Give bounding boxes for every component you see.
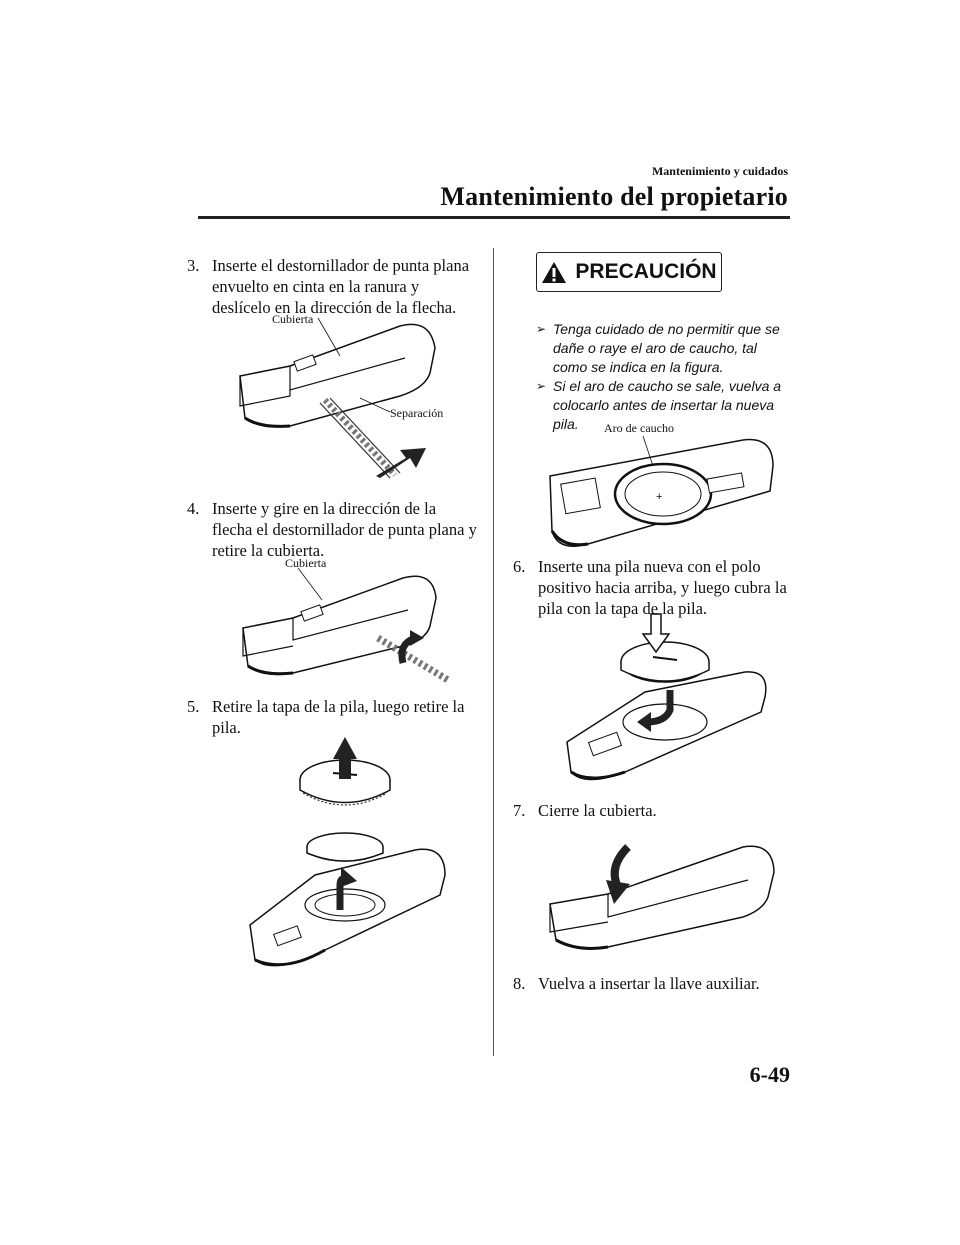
caution-banner: PRECAUCIÓN	[536, 252, 722, 292]
step-number: 3.	[187, 256, 200, 275]
step-number: 8.	[513, 974, 526, 993]
callout-gap: Separación	[390, 406, 444, 420]
column-divider	[493, 248, 494, 1056]
step-text: Cierre la cubierta.	[538, 801, 657, 820]
step-5: 5. Retire la tapa de la pila, luego reti…	[187, 696, 477, 738]
step-number: 5.	[187, 697, 200, 716]
step-4: 4. Inserte y gire en la dirección de la …	[187, 498, 477, 561]
caution-item: ➢ Si el aro de caucho se sale, vuelva a …	[536, 378, 782, 432]
step-text: Inserte y gire en la dirección de la fle…	[212, 499, 477, 560]
header-rule	[198, 216, 790, 219]
rubber-ring-illustration: +	[549, 435, 774, 547]
step-text: Retire la tapa de la pila, luego retire …	[212, 697, 465, 737]
key-fob-twist-illustration	[242, 567, 450, 684]
caution-title: PRECAUCIÓN	[575, 260, 717, 283]
caution-item: ➢ Tenga cuidado de no permitir que se da…	[536, 321, 780, 375]
step-number: 4.	[187, 499, 200, 518]
svg-text:+: +	[656, 491, 662, 503]
bullet-arrow-icon: ➢	[536, 322, 547, 336]
bullet-arrow-icon: ➢	[536, 379, 547, 393]
page-number: 6-49	[749, 1062, 790, 1087]
step-8: 8. Vuelva a insertar la llave auxiliar.	[513, 973, 793, 994]
callout-rubber-ring: Aro de caucho	[604, 421, 674, 435]
page-title: Mantenimiento del propietario	[440, 182, 788, 211]
step-7: 7. Cierre la cubierta.	[513, 800, 793, 821]
step-number: 6.	[513, 557, 526, 576]
step-3: 3. Inserte el destornillador de punta pl…	[187, 255, 477, 318]
step-text: Inserte una pila nueva con el polo posit…	[538, 557, 787, 618]
battery-insert-illustration	[566, 613, 767, 781]
step-text: Vuelva a insertar la llave auxiliar.	[538, 974, 760, 993]
step-text: Inserte el destornillador de punta plana…	[212, 256, 470, 317]
warning-triangle-icon	[542, 261, 567, 283]
step-6: 6. Inserte una pila nueva con el polo po…	[513, 556, 793, 619]
step-number: 7.	[513, 801, 526, 820]
key-fob-gap-illustration	[239, 317, 436, 479]
callout-cover: Cubierta	[272, 312, 314, 326]
battery-removal-illustration	[249, 737, 446, 967]
callout-cover: Cubierta	[285, 556, 327, 570]
section-subtitle: Mantenimiento y cuidados	[651, 164, 788, 178]
close-cover-illustration	[549, 844, 775, 950]
